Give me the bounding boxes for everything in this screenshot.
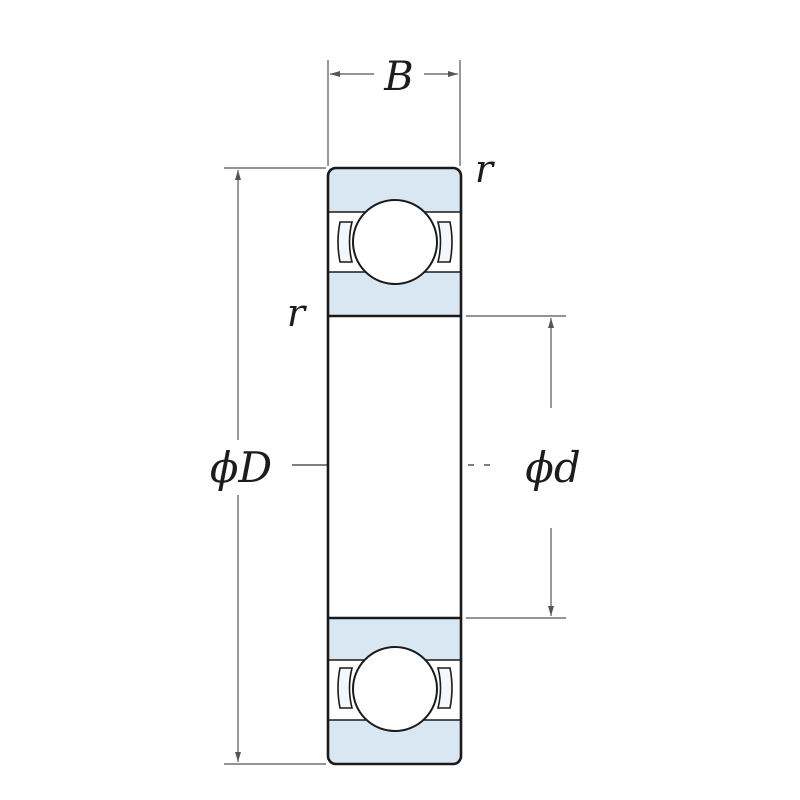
top-cage-left: [337, 221, 354, 263]
bottom-cage-right: [436, 667, 453, 709]
top-section: [329, 168, 460, 318]
bottom-ball: [352, 646, 438, 732]
bearing-body: [326, 166, 463, 766]
top-cage-right: [436, 221, 453, 263]
bottom-cage-left: [337, 667, 354, 709]
label-corner-r-inner: r: [287, 291, 308, 335]
label-bore-diameter: ϕd: [525, 443, 581, 492]
bottom-section: [329, 616, 460, 764]
labels: B r r ϕD ϕd: [210, 54, 581, 492]
top-ball: [352, 199, 438, 285]
bore-area: [329, 316, 460, 618]
bearing-outline: [326, 166, 463, 766]
label-width-b: B: [383, 54, 413, 100]
label-outer-diameter: ϕD: [210, 443, 272, 492]
label-corner-r-top: r: [475, 147, 496, 191]
